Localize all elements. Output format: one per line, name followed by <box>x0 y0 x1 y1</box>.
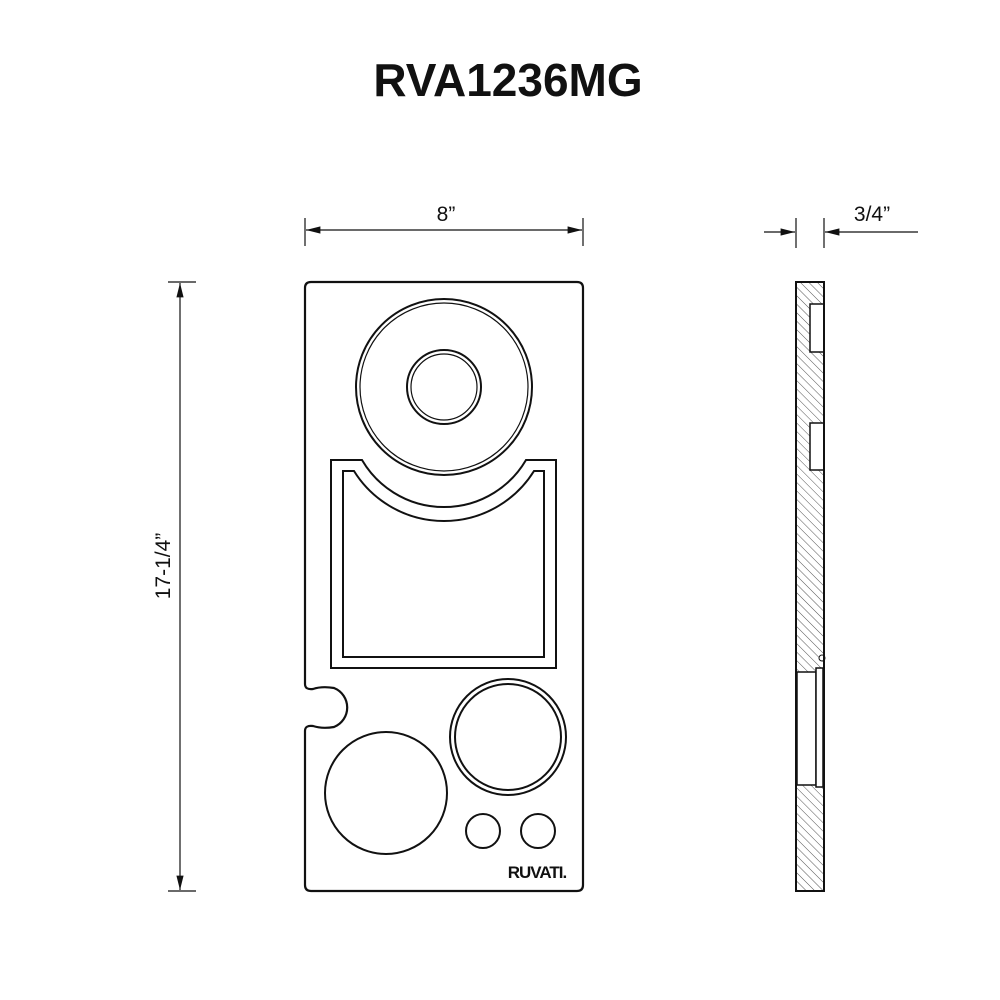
top-circle-ring <box>359 302 529 472</box>
height-label: 17-1/4” <box>152 533 175 600</box>
side-notch-upper <box>809 303 825 353</box>
board-outline <box>303 280 585 893</box>
width-label: 8” <box>437 203 456 226</box>
height-dimension <box>168 281 196 892</box>
width-dimension <box>304 218 584 246</box>
small-circle-right <box>520 813 556 849</box>
top-inner-circle-outer <box>406 349 482 425</box>
tray-inner <box>342 470 545 658</box>
brand-logo: RUVATI. <box>508 863 567 882</box>
right-circle-inner <box>454 683 562 791</box>
small-circle-left <box>465 813 501 849</box>
side-tray-plate <box>815 667 824 788</box>
top-inner-circle-ring <box>410 353 478 421</box>
thickness-dimension <box>764 218 918 248</box>
board-front-view <box>303 280 585 893</box>
side-cutout <box>796 671 817 786</box>
side-notch-lower <box>809 422 825 471</box>
tray-outer <box>330 459 557 669</box>
right-circle-outer <box>449 678 567 796</box>
thickness-label: 3/4” <box>854 203 890 226</box>
top-circle-outer <box>355 298 533 476</box>
large-circle <box>324 731 448 855</box>
board-side-view <box>795 281 826 892</box>
page-title: RVA1236MG <box>373 54 642 106</box>
